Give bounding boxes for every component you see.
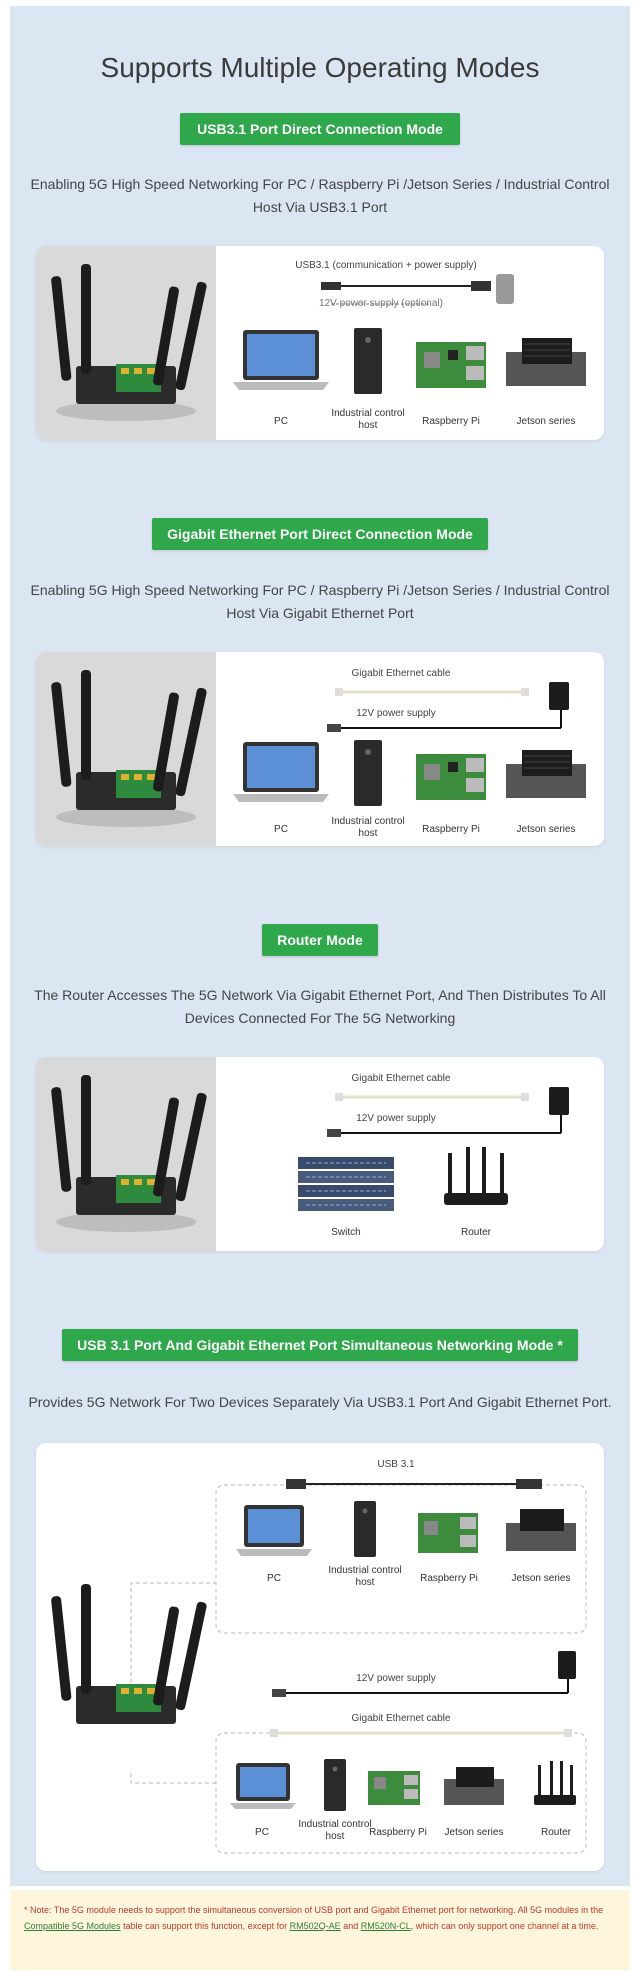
device-label-jetson: Jetson series [516, 824, 576, 835]
compatibility-note: * Note: The 5G module needs to support t… [10, 1890, 630, 1970]
device-label-raspberry-pi: Raspberry Pi [422, 824, 480, 835]
ethernet-cable-icon [270, 1729, 572, 1737]
pc-tower-icon [354, 740, 382, 806]
power-label: 12V power supply [356, 1113, 436, 1124]
device-label-industrial: Industrial control host [331, 408, 405, 431]
rm520n-cl-link[interactable]: RM520N-CL [360, 1921, 411, 1931]
jetson-icon [506, 1509, 576, 1551]
power-label: 12V power supply [356, 708, 436, 719]
mode-description-usb: Enabling 5G High Speed Networking For PC… [30, 176, 610, 215]
gateway-device-icon [51, 264, 207, 421]
device-label-industrial: Industrial control host [298, 1819, 372, 1842]
device-label-pc: PC [267, 1573, 281, 1584]
ethernet-label: Gigabit Ethernet cable [351, 1713, 451, 1724]
gateway-photo [36, 1057, 216, 1251]
device-label-raspberry-pi: Raspberry Pi [369, 1827, 427, 1838]
raspberry-pi-icon [416, 754, 486, 800]
ethernet-cable-icon [327, 682, 569, 732]
raspberry-pi-icon [416, 342, 486, 388]
mode-badge-router: Router Mode [262, 924, 378, 956]
device-label-jetson: Jetson series [511, 1573, 571, 1584]
raspberry-pi-icon [418, 1513, 478, 1553]
usb-cable-icon [321, 274, 514, 305]
router-icon [534, 1761, 576, 1805]
mode-badge-ethernet: Gigabit Ethernet Port Direct Connection … [152, 518, 488, 550]
gateway-device-icon [51, 1584, 207, 1724]
cable-label: Gigabit Ethernet cable [351, 668, 451, 679]
device-label-raspberry-pi: Raspberry Pi [420, 1573, 478, 1584]
cable-label: Gigabit Ethernet cable [351, 1073, 451, 1084]
device-label-router: Router [540, 1827, 571, 1838]
page-title: Supports Multiple Operating Modes [100, 52, 540, 83]
mode-diagram-router: Gigabit Ethernet cable 12V power supply … [36, 1057, 604, 1251]
power-supply-icon [272, 1651, 576, 1697]
device-label-industrial: Industrial control host [331, 816, 405, 839]
device-label-industrial: Industrial control host [328, 1565, 402, 1588]
power-label: 12V power supply [356, 1673, 436, 1684]
device-label-jetson: Jetson series [444, 1827, 504, 1838]
device-label-pc: PC [274, 824, 288, 835]
pc-tower-icon [354, 328, 382, 394]
device-label-router: Router [460, 1227, 491, 1238]
gateway-photo [36, 246, 216, 440]
jetson-icon [506, 338, 586, 386]
laptop-icon [236, 1505, 312, 1556]
jetson-icon [444, 1767, 504, 1805]
device-label-pc: PC [255, 1827, 269, 1838]
rm502q-ae-link[interactable]: RM502Q-AE [289, 1921, 341, 1931]
gateway-device-icon [51, 670, 207, 827]
mode-badge-usb: USB3.1 Port Direct Connection Mode [180, 113, 460, 145]
device-label-jetson: Jetson series [516, 416, 576, 427]
pc-tower-icon [354, 1501, 376, 1557]
raspberry-pi-icon [368, 1771, 420, 1805]
mode-description-ethernet: Enabling 5G High Speed Networking For PC… [30, 582, 610, 621]
mode-diagram-simultaneous: USB 3.1 PC Industrial control host Raspb… [36, 1443, 604, 1871]
switch-icon [298, 1157, 394, 1211]
device-label-raspberry-pi: Raspberry Pi [422, 416, 480, 427]
usb-cable-icon [286, 1479, 542, 1489]
cable-label: USB3.1 (communication + power supply) [295, 260, 477, 271]
mode-description-router: The Router Accesses The 5G Network Via G… [34, 987, 606, 1026]
device-label-switch: Switch [331, 1227, 361, 1238]
mode-diagram-usb: USB3.1 (communication + power supply) 12… [36, 246, 604, 440]
device-label-pc: PC [274, 416, 288, 427]
jetson-icon [506, 750, 586, 798]
gateway-photo [36, 652, 216, 846]
pc-tower-icon [324, 1759, 346, 1811]
usb-label: USB 3.1 [377, 1459, 415, 1470]
ethernet-cable-icon [327, 1087, 569, 1137]
mode-diagram-ethernet: Gigabit Ethernet cable 12V power supply … [36, 652, 604, 846]
laptop-icon [233, 742, 329, 802]
power-label: 12V power supply (optional) [319, 298, 443, 309]
laptop-icon [230, 1763, 296, 1809]
laptop-icon [233, 330, 329, 390]
mode-description-simultaneous: Provides 5G Network For Two Devices Sepa… [28, 1394, 612, 1410]
compatible-modules-link[interactable]: Compatible 5G Modules [24, 1921, 121, 1931]
mode-badge-simultaneous: USB 3.1 Port And Gigabit Ethernet Port S… [62, 1329, 578, 1361]
router-icon [444, 1147, 508, 1205]
gateway-device-icon [51, 1075, 207, 1232]
